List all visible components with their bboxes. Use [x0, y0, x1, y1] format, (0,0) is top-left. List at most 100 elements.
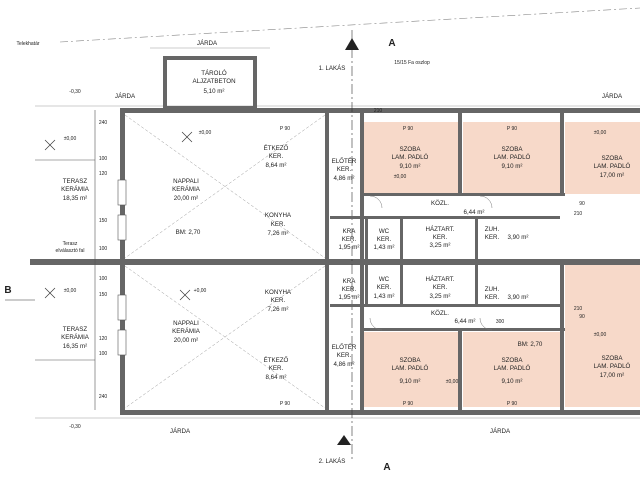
room-label: KONYHA: [265, 212, 292, 219]
room-area: 8,64 m²: [266, 162, 287, 169]
room-label: KER.: [337, 166, 352, 173]
room-label: LAM. PADLÓ: [494, 154, 531, 161]
section-arrow-a-bottom: [337, 435, 351, 445]
room-label: KER.: [342, 236, 357, 243]
jarda-label: JÁRDA: [197, 40, 218, 47]
sill-label: P 90: [507, 401, 517, 407]
door-swing: [479, 317, 493, 331]
room-label: WC: [379, 228, 390, 235]
room-label: SZOBA: [602, 355, 624, 362]
wall-szoba-div-lower: [458, 330, 462, 410]
room-area: 20,00 m²: [174, 337, 198, 344]
level-label: -0,30: [69, 424, 81, 430]
dim-label: 210: [574, 306, 583, 312]
window: [117, 294, 127, 321]
wall-wet-lower: [330, 304, 560, 307]
room-label: KRA: [343, 278, 357, 285]
terasz-elvalaszto-label: elválasztó fal: [56, 248, 85, 254]
room-area: 7,26 m²: [268, 230, 289, 237]
room-area: 3,90 m²: [508, 234, 529, 241]
room-label: HÁZTART.: [426, 226, 455, 233]
wall-szoba-div2-upper: [560, 110, 564, 195]
wall-corridor-upper: [360, 193, 565, 196]
szoba-upper-1: [363, 122, 458, 194]
room-label: LAM. PADLÓ: [494, 365, 531, 372]
room-label: KERÁMIA: [61, 334, 90, 341]
room-label: KERÁMIA: [172, 186, 201, 193]
room-label: KONYHA: [265, 289, 292, 296]
jarda-label: JÁRDA: [490, 428, 511, 435]
room-label: ELŐTÉR: [332, 158, 357, 165]
outer-wall-top: [120, 108, 640, 113]
room-label: SZOBA: [602, 155, 624, 162]
dim-label: 120: [99, 171, 108, 177]
room-label: KERÁMIA: [172, 328, 201, 335]
room-area: 7,26 m²: [268, 306, 289, 313]
lakas2-label: 2. LAKÁS: [319, 458, 346, 465]
room-label: LAM. PADLÓ: [392, 154, 429, 161]
dim-label: 90: [579, 314, 585, 320]
door-swing: [369, 317, 383, 331]
sill-label: P 90: [280, 126, 290, 132]
site-boundary-line: [59, 7, 640, 43]
dim-label: 120: [99, 336, 108, 342]
room-area: 1,43 m²: [374, 244, 395, 251]
dim-label: 240: [99, 120, 108, 126]
wall-szoba-div2-lower: [560, 265, 564, 410]
room-label: LAM. PADLÓ: [594, 363, 631, 370]
wall-wet-upper: [330, 216, 560, 219]
room-area: 8,64 m²: [266, 374, 287, 381]
dim-label: 100: [99, 156, 108, 162]
room-label: ELŐTÉR: [332, 344, 357, 351]
section-b-label: B: [4, 285, 11, 296]
room-label: LAM. PADLÓ: [392, 365, 429, 372]
hatch-line: [124, 114, 326, 259]
fa-oszlop-label: 15/15 Fa oszlop: [394, 60, 430, 66]
jarda-label: JÁRDA: [170, 428, 191, 435]
room-label: TERASZ: [63, 178, 88, 185]
room-label: KER.: [485, 234, 500, 241]
wall-wet-v3: [475, 216, 478, 306]
room-label: KER.: [433, 284, 448, 291]
level-label: ±0,00: [594, 332, 607, 338]
sill-label: P 90: [403, 126, 413, 132]
room-area: 16,35 m²: [63, 343, 87, 350]
dim-label: 240: [99, 394, 108, 400]
room-label: KÖZL.: [431, 310, 449, 317]
room-area: 6,44 m²: [464, 209, 485, 216]
szoba-lower-3: [565, 265, 640, 407]
room-label: WC: [379, 276, 390, 283]
door-swing: [479, 195, 493, 209]
section-arrow-a-top: [345, 38, 359, 50]
room-area: 9,10 m²: [502, 378, 523, 385]
szoba-lower-2: [463, 332, 560, 407]
wall-szoba-left: [360, 110, 364, 410]
dim-label: 100: [99, 246, 108, 252]
room-area: 17,00 m²: [600, 172, 624, 179]
dim-label: 210: [374, 108, 383, 114]
room-label: HÁZTART.: [426, 276, 455, 283]
room-area: 3,25 m²: [430, 293, 451, 300]
level-label: ±0,00: [64, 136, 77, 142]
room-label: KÖZL.: [431, 200, 449, 207]
window: [117, 214, 127, 241]
room-label: ZUH.: [485, 226, 500, 233]
wall-corridor-lower: [360, 328, 565, 331]
dim-label: 90: [579, 201, 585, 207]
jarda-label: JÁRDA: [115, 93, 136, 100]
room-area: 4,86 m²: [334, 361, 355, 368]
room-label: SZOBA: [400, 146, 422, 153]
room-label: KERÁMIA: [61, 186, 90, 193]
window: [117, 329, 127, 356]
room-label: KER.: [271, 297, 286, 304]
level-label: -0,30: [69, 89, 81, 95]
room-label: ZUH.: [485, 286, 500, 293]
room-label: KRA: [343, 228, 357, 235]
party-wall: [30, 259, 640, 265]
bm-label: BM: 2,70: [176, 229, 201, 236]
window: [117, 179, 127, 206]
room-label: LAM. PADLÓ: [594, 163, 631, 170]
room-label: KER.: [433, 234, 448, 241]
room-label: SZOBA: [502, 357, 524, 364]
bm-label: BM: 2,70: [518, 341, 543, 348]
